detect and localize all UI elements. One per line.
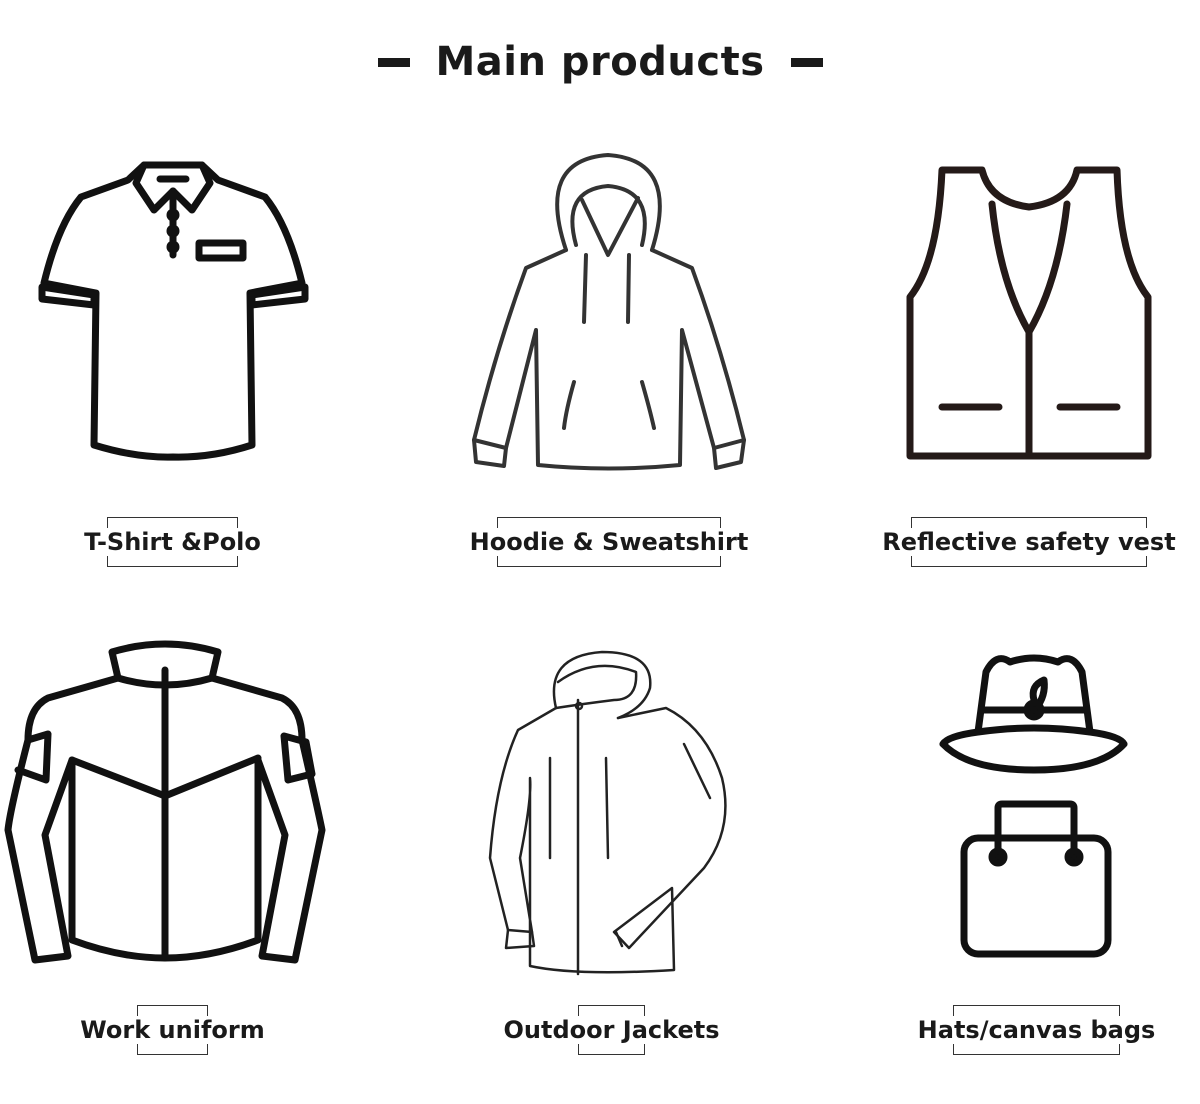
hat-and-bag-icon bbox=[938, 652, 1130, 962]
product-label-hats-canvas-bags: Hats/canvas bags bbox=[915, 1005, 1158, 1055]
heading-dash-right bbox=[790, 57, 823, 67]
product-label-reflective-safety-vest: Reflective safety vest bbox=[880, 517, 1178, 567]
section-heading: Main products bbox=[0, 32, 1200, 92]
work-jacket-icon bbox=[0, 640, 330, 970]
product-label-outdoor-jackets: Outdoor Jackets bbox=[501, 1005, 722, 1055]
product-label-work-uniform: Work uniform bbox=[78, 1005, 267, 1055]
product-label-text: Work uniform bbox=[78, 1016, 267, 1044]
product-label-text: Outdoor Jackets bbox=[501, 1016, 722, 1044]
outdoor-jacket-icon bbox=[484, 648, 736, 978]
polo-shirt-icon bbox=[36, 155, 311, 470]
product-label-text: Hoodie & Sweatshirt bbox=[467, 528, 751, 556]
product-label-text: T-Shirt &Polo bbox=[82, 528, 263, 556]
product-label-t-shirt-polo: T-Shirt &Polo bbox=[82, 517, 263, 567]
heading-dash-left bbox=[377, 57, 410, 67]
product-label-text: Reflective safety vest bbox=[880, 528, 1178, 556]
page-title: Main products bbox=[435, 39, 765, 85]
product-label-text: Hats/canvas bags bbox=[915, 1016, 1158, 1044]
vest-icon bbox=[902, 162, 1157, 464]
hoodie-icon bbox=[466, 150, 751, 480]
product-label-hoodie-sweatshirt: Hoodie & Sweatshirt bbox=[467, 517, 751, 567]
